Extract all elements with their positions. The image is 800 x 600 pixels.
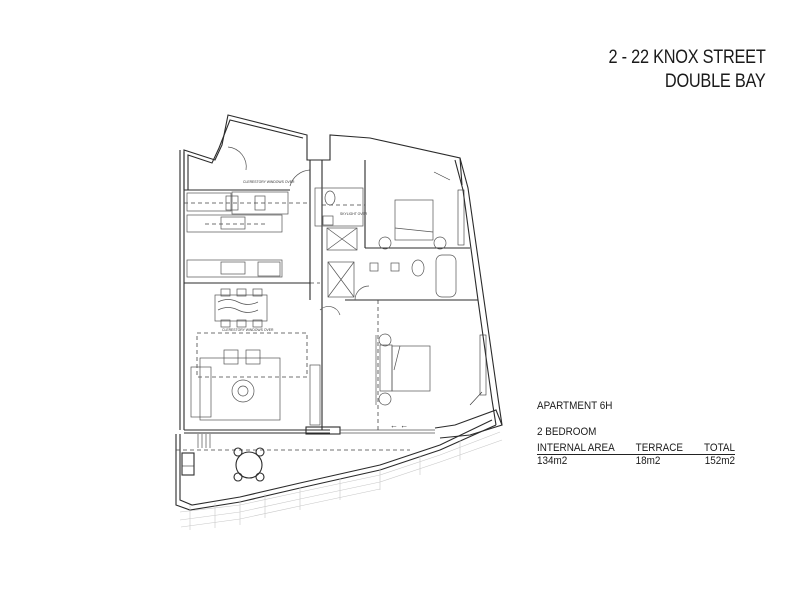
area-table-header: INTERNAL AREA TERRACE TOTAL <box>537 442 735 455</box>
col-terrace: TERRACE <box>635 442 696 455</box>
outer-walls <box>179 114 503 439</box>
wet-areas: SKYLIGHT OVER <box>314 187 457 301</box>
terrace-value: 18m2 <box>635 455 661 467</box>
outdoor-table <box>235 451 263 479</box>
col-total: TOTAL <box>695 442 735 455</box>
area-table-row: 134m2 18m2 152m2 <box>537 455 735 468</box>
address-line-street: 2 - 22 KNOX STREET <box>609 47 766 68</box>
terrace <box>175 419 503 530</box>
col-internal-area: INTERNAL AREA <box>537 442 636 455</box>
total-value: 152m2 <box>704 455 735 467</box>
kitchen: CLERESTORY WINDOWS OVER <box>184 146 320 284</box>
sofa <box>190 366 212 418</box>
internal-area-value: 134m2 <box>537 455 568 467</box>
apartment-info: APARTMENT 6H 2 BEDROOM INTERNAL AREA TER… <box>537 400 735 467</box>
bedroom-2: ← ← <box>375 333 487 430</box>
svg-text:← ←: ← ← <box>390 421 408 430</box>
area-table: INTERNAL AREA TERRACE TOTAL 134m2 18m2 1… <box>537 442 735 467</box>
address-line-suburb: DOUBLE BAY <box>665 71 766 92</box>
rug <box>199 357 281 421</box>
skylight-note: SKYLIGHT OVER <box>340 212 368 216</box>
address-title: 2 - 22 KNOX STREET DOUBLE BAY <box>609 46 766 94</box>
apartment-name: APARTMENT 6H <box>537 400 613 412</box>
dining-living: CLERESTORY WINDOWS OVER <box>190 288 341 426</box>
bedroom-count: 2 BEDROOM <box>537 426 597 438</box>
clerestory-note-living: CLERESTORY WINDOWS OVER <box>222 328 274 332</box>
dining-table <box>214 294 268 322</box>
bedroom-1 <box>378 171 465 250</box>
partitions <box>184 160 478 430</box>
clerestory-note-kitchen: CLERESTORY WINDOWS OVER <box>243 180 295 184</box>
